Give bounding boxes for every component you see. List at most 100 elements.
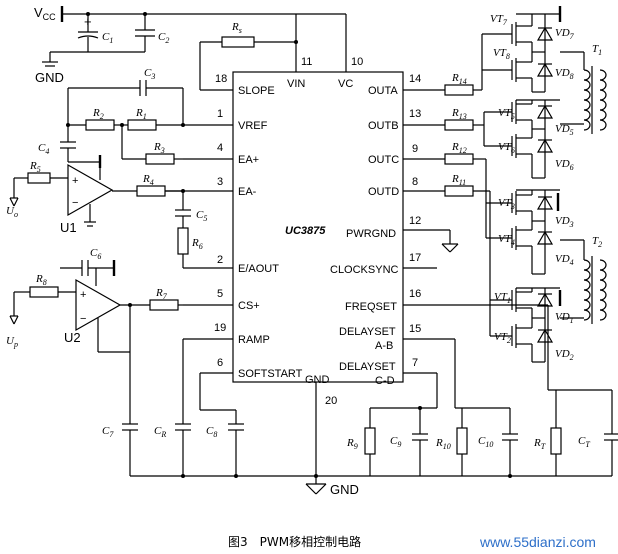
vd5-body <box>536 104 554 119</box>
t2-primary-coil <box>583 259 591 321</box>
h-bridge <box>511 13 560 363</box>
pin-num-1: 1 <box>217 108 223 120</box>
u1-opamp <box>67 163 114 217</box>
u1-plus: + <box>72 175 78 187</box>
c1-plus: + <box>84 14 92 29</box>
vcc-label: VCC <box>34 5 56 22</box>
c3-label: C3 <box>144 67 155 81</box>
pin-label-vref: VREF <box>238 120 268 132</box>
pin-label-gnd: GND <box>305 374 330 386</box>
pin-label-ea-minus: EA- <box>238 186 257 198</box>
resistor-r10 <box>456 427 468 455</box>
pin-label-vc: VC <box>338 78 353 90</box>
resistor-r7 <box>149 299 179 311</box>
vd6-body <box>536 138 554 153</box>
c9-label: C9 <box>390 435 401 449</box>
pin-num-7: 7 <box>412 357 418 369</box>
r6-label: R6 <box>191 237 203 251</box>
pin-num-2: 2 <box>217 254 223 266</box>
rs-branch <box>199 41 296 90</box>
pin-label-eaout: E/AOUT <box>238 263 279 275</box>
resistor-r6 <box>177 227 189 255</box>
r2-label: R2 <box>92 107 104 121</box>
r5-label: R5 <box>29 160 41 174</box>
vt4-label: VT4 <box>498 233 515 247</box>
r14-label: R14 <box>451 72 467 86</box>
u2-plus: + <box>80 289 86 301</box>
vcc-rail <box>49 13 347 72</box>
vd7-body <box>536 26 554 41</box>
vd5-label: VD5 <box>555 123 574 137</box>
resistor-r11 <box>444 185 474 197</box>
rs-label: Rs <box>231 21 242 35</box>
resistor-r12 <box>444 153 474 165</box>
resistor-r3 <box>145 153 175 165</box>
vt5-label: VT5 <box>498 107 515 121</box>
vd6-label: VD6 <box>555 158 574 172</box>
vt6-label: VT6 <box>498 141 515 155</box>
up-label: Up <box>6 335 18 349</box>
pin-label-ramp: RAMP <box>238 334 270 346</box>
pin-num-6: 6 <box>217 357 223 369</box>
resistor-r2 <box>85 119 115 131</box>
c4-label: C4 <box>38 142 49 156</box>
resistor-r14 <box>444 84 474 96</box>
t2-secondary-coil <box>599 259 607 321</box>
t1-label: T1 <box>592 43 602 57</box>
gate-routing <box>473 33 512 337</box>
pin-label-outb: OUTB <box>368 120 399 132</box>
pin-label-vin: VIN <box>287 78 305 90</box>
junction-dot <box>181 474 185 478</box>
junction-dot <box>294 40 298 44</box>
pwrgnd-net <box>441 230 459 253</box>
pin-num-18: 18 <box>215 73 227 85</box>
junction-dot <box>181 123 185 127</box>
pin-label-delayset-cd: DELAYSET <box>339 361 396 373</box>
r10-label: R10 <box>435 437 451 451</box>
vt1-label: VT1 <box>494 291 511 305</box>
u2-minus: − <box>80 313 86 325</box>
pin-num-19: 19 <box>214 322 226 334</box>
junction-dot <box>418 406 422 410</box>
r12-label: R12 <box>451 141 467 155</box>
junction-dot <box>181 189 185 193</box>
pin-label-softstart: SOFTSTART <box>238 368 303 380</box>
ct-label: CT <box>578 435 590 449</box>
pin-num-20: 20 <box>325 395 337 407</box>
pin-num-17: 17 <box>409 252 421 264</box>
pin-label-pwrgnd: PWRGND <box>346 228 396 240</box>
gnd-top-label: GND <box>35 70 64 85</box>
vd7-label: VD7 <box>555 27 575 41</box>
pin-label-outc: OUTC <box>368 154 399 166</box>
r1-label: R1 <box>135 107 147 121</box>
pin-num-14: 14 <box>409 73 421 85</box>
pin-label-outd: OUTD <box>368 186 399 198</box>
pin-label-slope: SLOPE <box>238 85 275 97</box>
c7-label: C7 <box>102 425 114 439</box>
gnd-top-symbol <box>42 61 58 67</box>
pin-label-outa: OUTA <box>368 85 398 97</box>
cr-label: CR <box>154 425 166 439</box>
resistor-r9 <box>364 427 376 455</box>
u2-label: U2 <box>64 330 81 345</box>
pin-num-13: 13 <box>409 108 421 120</box>
junction-dot <box>66 123 70 127</box>
uo-label: Uo <box>6 205 18 219</box>
vd2-label: VD2 <box>555 348 574 362</box>
vref-net <box>60 80 184 180</box>
ea-comp <box>175 191 191 268</box>
pin-num-11: 11 <box>301 56 312 68</box>
c8-label: C8 <box>206 425 217 439</box>
pin-label-freqset: FREQSET <box>345 301 397 313</box>
pin-label-delayset-ab-suffix: A-B <box>375 340 393 352</box>
r11-label: R11 <box>451 173 466 187</box>
gnd-bottom-label: GND <box>330 482 359 497</box>
vd4-label: VD4 <box>555 253 574 267</box>
vd3-label: VD3 <box>555 215 574 229</box>
vd1-label: VD1 <box>555 311 574 325</box>
gnd-bottom-symbol <box>305 483 327 495</box>
u1-net <box>9 177 183 227</box>
junction-dot <box>143 12 147 16</box>
vt7-label: VT7 <box>490 13 508 27</box>
vd8-body <box>536 62 554 77</box>
